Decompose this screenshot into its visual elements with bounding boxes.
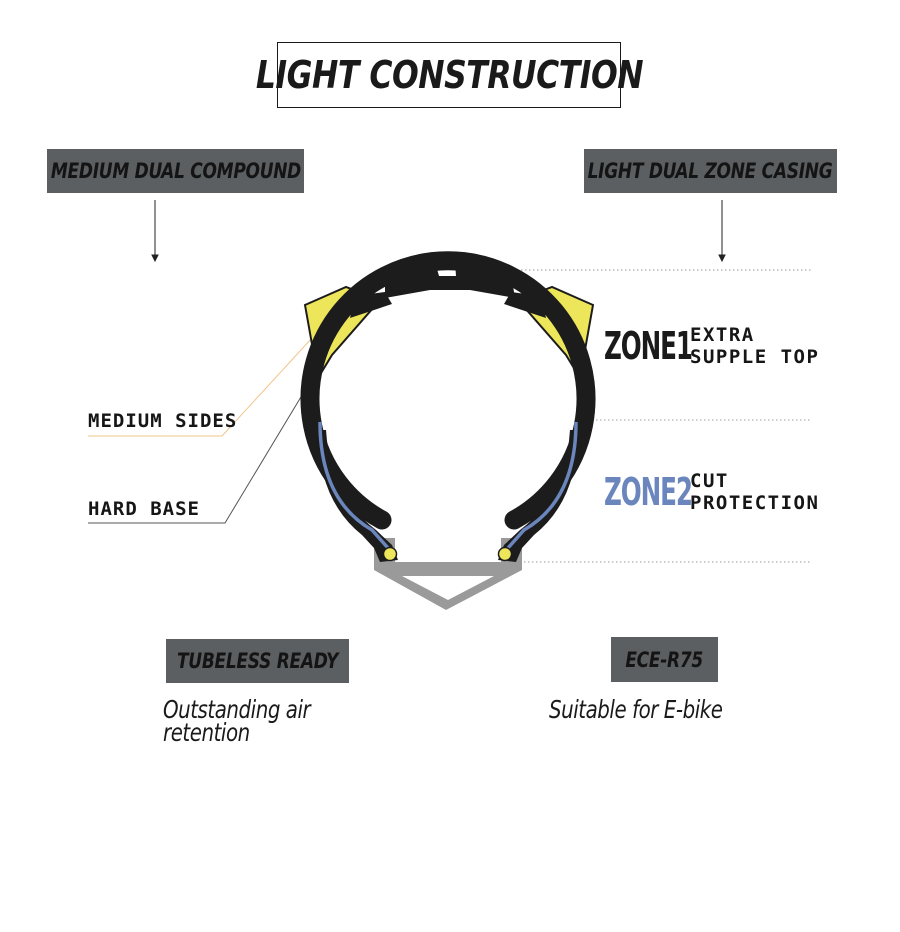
page-title: LIGHT CONSTRUCTION <box>255 53 643 97</box>
hard-base-label: HARD BASE <box>88 498 200 520</box>
rim <box>374 538 522 610</box>
zone1-description: EXTRA SUPPLE TOP <box>690 324 819 368</box>
casing-label-text: LIGHT DUAL ZONE CASING <box>588 159 833 183</box>
zone2-line2: PROTECTION <box>690 492 820 514</box>
center-tread <box>385 262 515 298</box>
hard-base-leader <box>88 361 323 524</box>
compound-arrow <box>151 200 159 263</box>
compound-label-text: MEDIUM DUAL COMPOUND <box>50 159 301 183</box>
medium-sides-leader <box>88 337 313 437</box>
zone2-line1: CUT <box>690 470 729 492</box>
ece-caption: Suitable for E-bike <box>549 695 723 724</box>
ece-label: ECE-R75 <box>611 637 718 682</box>
tubeless-label-text: TUBELESS READY <box>176 649 339 673</box>
zone2-description: CUT PROTECTION <box>690 470 819 514</box>
tubeless-caption-line2: retention <box>163 718 250 747</box>
tubeless-caption-line1: Outstanding air <box>163 695 311 724</box>
zone1-line1: EXTRA <box>690 324 755 346</box>
tubeless-caption: Outstanding air retention <box>163 695 311 747</box>
title-box: LIGHT CONSTRUCTION <box>255 42 643 108</box>
medium-sides-label: MEDIUM SIDES <box>88 410 238 432</box>
zone1-label: ZONE1 <box>604 324 693 368</box>
tread-shoulder-right <box>504 292 546 318</box>
zone2-label: ZONE2 <box>604 470 693 514</box>
left-bead-core <box>382 546 398 562</box>
ece-label-text: ECE-R75 <box>625 647 704 672</box>
tubeless-label: TUBELESS READY <box>166 639 349 683</box>
zone1-line2: SUPPLE TOP <box>690 346 820 368</box>
zone2-layer-right <box>506 421 578 550</box>
tyre-casing <box>300 251 596 530</box>
zone2-layer-left <box>318 421 390 550</box>
tread-shoulder-left <box>350 292 392 318</box>
casing-arrow <box>718 200 726 263</box>
casing-label: LIGHT DUAL ZONE CASING <box>584 149 837 193</box>
compound-label: MEDIUM DUAL COMPOUND <box>47 149 304 193</box>
right-bead-core <box>497 546 513 562</box>
